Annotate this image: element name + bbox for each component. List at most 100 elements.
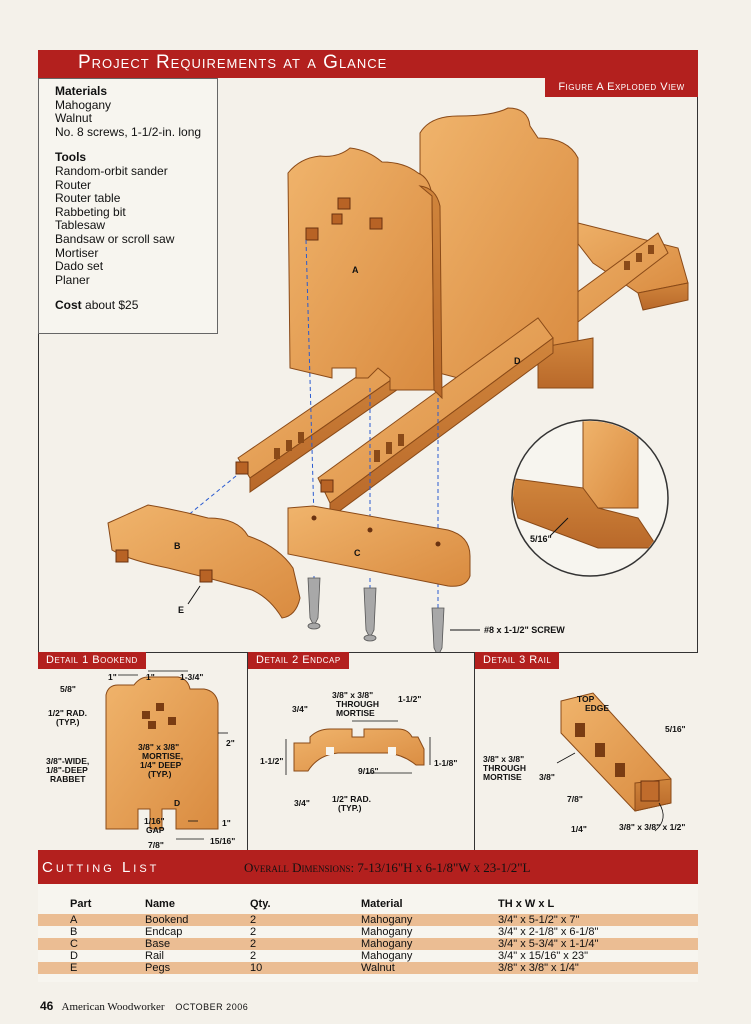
exploded-view-drawing: D A B E — [107, 107, 689, 653]
cell-part: E — [70, 962, 78, 974]
cell-material: Mahogany — [361, 926, 413, 938]
tool-item: Router — [55, 177, 92, 192]
part-d-label: D — [514, 356, 521, 366]
d3-edge: EDGE — [585, 703, 610, 713]
d2-w112: 1-1/2" — [398, 694, 422, 704]
d1-rad-typ: (TYP.) — [56, 717, 80, 727]
screw-label: #8 x 1-1/2" SCREW — [484, 625, 565, 635]
cell-dimensions: 3/4" x 2-1/8" x 6-1/8" — [498, 926, 599, 938]
part-e-label: E — [178, 605, 184, 615]
col-dimensions: TH x W x L — [498, 898, 555, 910]
tool-item: Dado set — [55, 259, 104, 274]
cell-name: Base — [145, 938, 171, 950]
d2-t1: 3/8" x 3/8" — [332, 690, 374, 700]
col-name: Name — [145, 898, 175, 910]
d3-m1: 3/8" x 3/8" — [483, 754, 525, 764]
d2-rad: 1/2" RAD. — [332, 794, 371, 804]
d2-t2: THROUGH — [336, 699, 379, 709]
cell-dimensions: 3/4" x 5-3/4" x 1-1/4" — [498, 938, 599, 950]
d1-w1: 1" — [108, 672, 117, 682]
tool-item: Mortiser — [55, 245, 99, 260]
cell-qty: 2 — [250, 938, 257, 950]
cell-name: Pegs — [145, 962, 171, 974]
callout-radius-label: 5/16" — [530, 534, 552, 544]
magazine-name: American Woodworker — [61, 1001, 165, 1013]
d1-gap1: 1/16" — [144, 816, 165, 826]
d3-b14: 1/4" — [571, 824, 587, 834]
figure-frame — [38, 78, 698, 653]
d1-h2: 2" — [226, 738, 235, 748]
cell-qty: 2 — [250, 926, 257, 938]
tool-item: Planer — [55, 272, 90, 287]
table-row: B Endcap 2 Mahogany 3/4" x 2-1/8" x 6-1/… — [38, 926, 698, 938]
d3-m2: THROUGH — [483, 763, 526, 773]
issue-date: OCTOBER 2006 — [175, 1002, 249, 1012]
d3-b78: 7/8" — [567, 794, 583, 804]
d2-w916: 9/16" — [358, 766, 379, 776]
tools-heading: Tools — [55, 150, 87, 165]
detail-1-tag: Detail 1 Bookend — [38, 652, 146, 669]
tool-item: Router table — [55, 191, 121, 206]
cost-line: Cost about $25 — [55, 299, 209, 313]
cell-material: Mahogany — [361, 914, 413, 926]
cell-dimensions: 3/8" x 3/8" x 1/4" — [498, 962, 579, 974]
cell-material: Mahogany — [361, 950, 413, 962]
details-row: Detail 1 Bookend 1" 1" 1-3/4" 5/8" 1/2" … — [38, 652, 698, 851]
detail-2-tag: Detail 2 Endcap — [248, 652, 349, 669]
table-row: C Base 2 Mahogany 3/4" x 5-3/4" x 1-1/4" — [38, 938, 698, 950]
d2-h118: 1-1/8" — [434, 758, 458, 768]
cell-dimensions: 3/4" x 5-1/2" x 7" — [498, 914, 580, 926]
cell-name: Endcap — [145, 926, 183, 938]
cost-value: about $25 — [85, 298, 139, 313]
cost-label: Cost — [55, 298, 82, 313]
d1-b78: 7/8" — [148, 840, 164, 850]
cell-qty: 10 — [250, 962, 263, 974]
cell-part: A — [70, 914, 78, 926]
table-row: E Pegs 10 Walnut 3/8" x 3/8" x 1/4" — [38, 962, 698, 974]
d1-w2: 1" — [146, 672, 155, 682]
cell-part: B — [70, 926, 78, 938]
d2-t3: MORTISE — [336, 708, 375, 718]
material-item: Mahogany — [55, 97, 112, 112]
table-header-row: Part Name Qty. Material TH x W x L — [38, 898, 698, 914]
cell-material: Walnut — [361, 962, 395, 974]
screws — [307, 577, 445, 653]
part-a-label: A — [352, 265, 359, 275]
cell-name: Bookend — [145, 914, 189, 926]
d1-w4: 5/8" — [60, 684, 76, 694]
d3-peg: 3/8" x 3/8" x 1/2" — [619, 822, 686, 832]
cutting-list-table: Part Name Qty. Material TH x W x L A Boo… — [38, 884, 698, 982]
bookend-a — [287, 147, 435, 391]
d1-mort3: 1/4" DEEP — [140, 760, 182, 770]
tool-item: Random-orbit sander — [55, 163, 168, 178]
cell-material: Mahogany — [361, 938, 413, 950]
d1-b1516: 15/16" — [210, 836, 236, 846]
d1-gap2: GAP — [146, 825, 165, 835]
d3-w516: 5/16" — [665, 724, 686, 734]
cell-part: C — [70, 938, 78, 950]
tool-item: Tablesaw — [55, 218, 106, 233]
part-c-label: C — [354, 548, 361, 558]
d2-h112: 1-1/2" — [260, 756, 284, 766]
detail-3-tag: Detail 3 Rail — [475, 652, 560, 669]
cell-qty: 2 — [250, 914, 257, 926]
d1-rad: 1/2" RAD. — [48, 708, 87, 718]
endcap-b — [107, 504, 301, 619]
d1-rabbet2: 1/8"-DEEP — [46, 765, 88, 775]
table-row: D Rail 2 Mahogany 3/4" x 15/16" x 23" — [38, 950, 698, 962]
detail-2-endcap: Detail 2 Endcap 3/8" x 3/8" THROUGH MORT… — [248, 652, 475, 851]
title-bar: Project Requirements at a Glance — [38, 50, 698, 78]
base-c — [287, 505, 471, 587]
page-footer: 46 American Woodworker OCTOBER 2006 — [40, 999, 248, 1013]
page-number: 46 — [40, 999, 54, 1013]
cutting-list-header: Cutting List Overall Dimensions: 7-13/16… — [38, 850, 698, 884]
figure-label: Figure A Exploded View — [545, 78, 698, 97]
materials-heading: Materials — [55, 84, 108, 98]
d3-m3: MORTISE — [483, 772, 522, 782]
col-part: Part — [70, 898, 92, 910]
tool-item: Rabbeting bit — [55, 204, 126, 219]
d1-mort2: MORTISE, — [142, 751, 184, 761]
part-b-label: B — [174, 541, 181, 551]
radius-callout: 5/16" — [511, 419, 669, 577]
